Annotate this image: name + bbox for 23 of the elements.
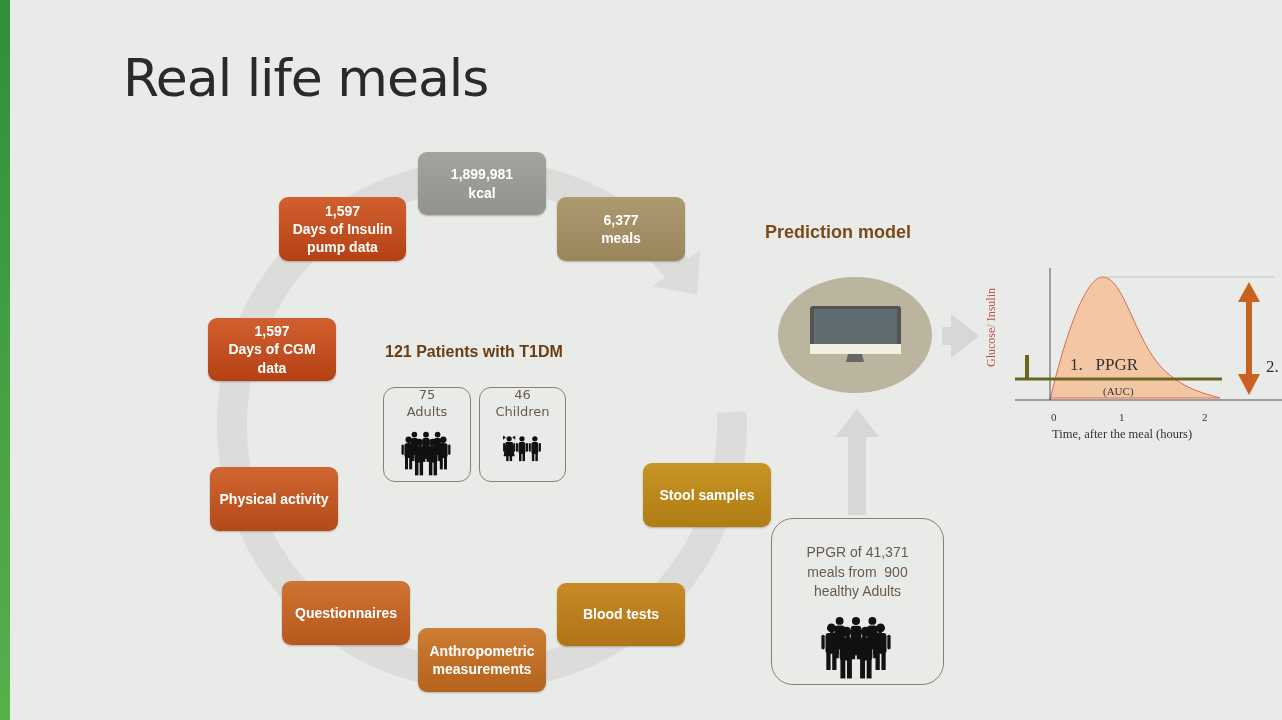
curve-label: 2. — [1266, 357, 1279, 377]
group-label: 46 Children — [494, 387, 551, 421]
curve-label: (AUC) — [1103, 385, 1134, 397]
curve-label: 1. PPGR — [1070, 355, 1139, 375]
card-text: PPGR of 41,371 meals from 900 healthy Adults — [805, 543, 910, 602]
tick-label: 1 — [1119, 411, 1125, 423]
step-box: 6,377 meals — [557, 197, 685, 261]
tick-label: 2 — [1202, 411, 1208, 423]
tick-label: 0 — [1051, 411, 1057, 423]
step-box: Anthropometric measurements — [418, 628, 546, 692]
step-box: Questionnaires — [282, 581, 410, 645]
step-box: Blood tests — [557, 583, 685, 646]
group-label: 75 Adults — [405, 387, 449, 421]
section-heading: Prediction model — [765, 222, 912, 243]
group-heading: 121 Patients with T1DM — [385, 343, 563, 361]
step-box: Physical activity — [210, 467, 338, 531]
slide-title: Real life meals — [123, 48, 489, 108]
step-box: 1,899,981 kcal — [418, 152, 546, 215]
step-box: Stool samples — [643, 463, 771, 527]
axis-title: Glucose/ Insulin — [984, 288, 999, 367]
step-box: 1,597 Days of Insulin pump data — [279, 197, 406, 261]
axis-title: Time, after the meal (hours) — [1052, 427, 1193, 442]
step-box: 1,597 Days of CGM data — [208, 318, 336, 381]
